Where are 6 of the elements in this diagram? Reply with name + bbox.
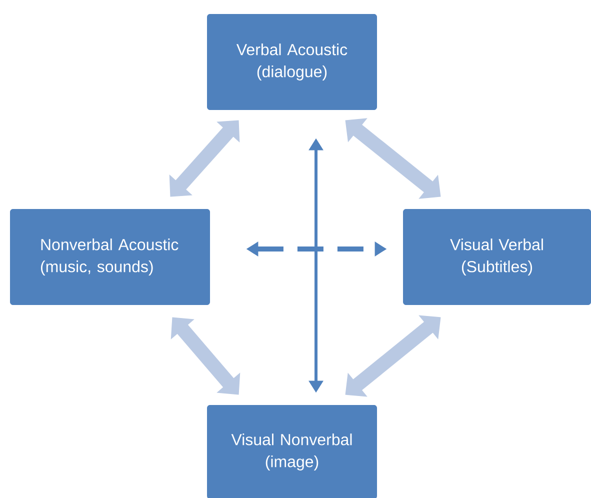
process-box: Visual Nonverbal (image)	[207, 405, 377, 498]
process-box: Visual Verbal (Subtitles)	[403, 209, 591, 305]
process-box: Verbal Acoustic (dialogue)	[207, 14, 377, 110]
process-box: Nonverbal Acoustic (music, sounds)	[10, 209, 210, 305]
arrow	[345, 315, 441, 397]
arrow	[170, 317, 240, 395]
